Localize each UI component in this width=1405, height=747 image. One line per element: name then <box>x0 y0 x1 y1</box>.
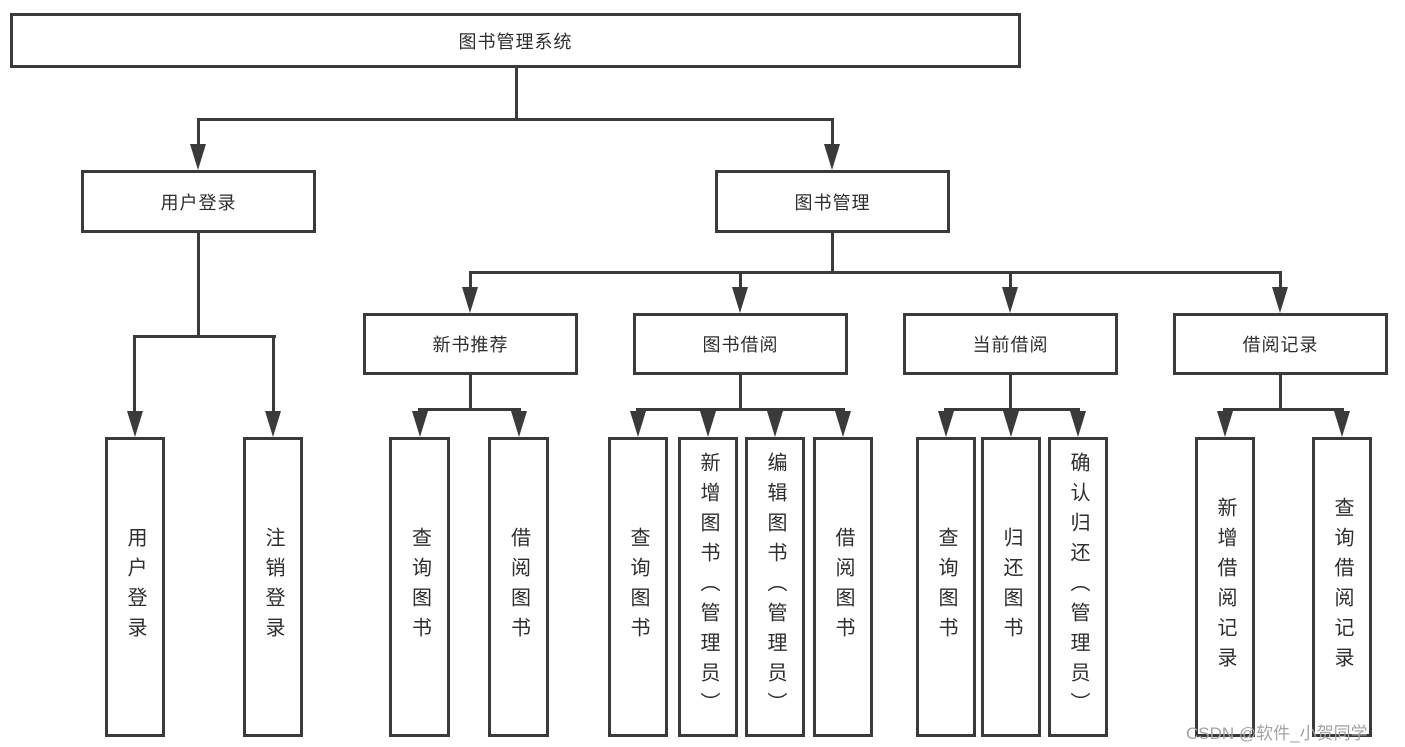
leaf-query-book-borrow: 查询图书 <box>608 437 668 737</box>
leaf-query-book-current: 查询图书 <box>916 437 976 737</box>
connector-line <box>1009 271 1012 291</box>
node-label: 借阅图书 <box>507 527 530 647</box>
node-label: 查询图书 <box>627 527 649 647</box>
arrowhead-down-icon <box>412 411 428 437</box>
node-label: 新增图书（管理员） <box>697 452 719 722</box>
arrowhead-down-icon <box>767 411 783 437</box>
node-label: 新增借阅记录 <box>1214 497 1236 677</box>
connector-line <box>197 231 200 337</box>
node-label: 编辑图书（管理员） <box>764 452 786 722</box>
connector-line <box>1223 408 1344 411</box>
leaf-user-login: 用户登录 <box>105 437 165 737</box>
node-book-management: 图书管理 <box>715 170 950 233</box>
connector-line <box>197 118 834 121</box>
leaf-query-borrow-record: 查询借阅记录 <box>1312 437 1372 737</box>
arrowhead-down-icon <box>835 411 851 437</box>
arrowhead-down-icon <box>824 144 840 170</box>
node-label: 当前借阅 <box>972 335 1049 355</box>
connector-line <box>739 271 742 291</box>
connector-line <box>944 408 1080 411</box>
arrowhead-down-icon <box>630 411 646 437</box>
node-label: 新书推荐 <box>432 335 509 355</box>
node-label: 确认归还（管理员） <box>1067 452 1089 722</box>
connector-line <box>272 335 275 413</box>
node-label: 借阅图书 <box>832 527 854 647</box>
connector-line <box>197 118 200 148</box>
node-library-management-system: 图书管理系统 <box>10 13 1021 68</box>
leaf-edit-book-admin: 编辑图书（管理员） <box>745 437 805 737</box>
leaf-add-borrow-record: 新增借阅记录 <box>1195 437 1255 737</box>
leaf-logout: 注销登录 <box>243 437 303 737</box>
connector-line <box>418 408 521 411</box>
node-label: 查询图书 <box>935 527 957 647</box>
leaf-borrow-book: 借阅图书 <box>813 437 873 737</box>
node-label: 查询借阅记录 <box>1331 497 1353 677</box>
node-label: 图书借阅 <box>702 335 779 355</box>
leaf-confirm-return-admin: 确认归还（管理员） <box>1048 437 1108 737</box>
node-label: 图书管理系统 <box>458 31 573 52</box>
connector-line <box>469 271 1282 274</box>
arrowhead-down-icon <box>1003 411 1019 437</box>
arrowhead-down-icon <box>1272 287 1288 313</box>
arrowhead-down-icon <box>700 411 716 437</box>
connector-line <box>133 335 276 338</box>
arrowhead-down-icon <box>265 411 281 437</box>
csdn-watermark: CSDN @软件_小贺同学 <box>1186 724 1368 743</box>
node-book-borrow: 图书借阅 <box>633 313 848 375</box>
connector-line <box>1279 373 1282 410</box>
node-label: 借阅记录 <box>1242 335 1319 355</box>
node-user-login: 用户登录 <box>81 170 316 233</box>
arrowhead-down-icon <box>938 411 954 437</box>
node-label: 用户登录 <box>160 192 237 213</box>
arrowhead-down-icon <box>462 287 478 313</box>
leaf-return-book: 归还图书 <box>981 437 1041 737</box>
node-current-borrow: 当前借阅 <box>903 313 1118 375</box>
arrowhead-down-icon <box>190 144 206 170</box>
connector-line <box>1009 373 1012 410</box>
leaf-borrow-book-recommend: 借阅图书 <box>488 437 549 737</box>
arrowhead-down-icon <box>127 411 143 437</box>
node-label: 归还图书 <box>1000 527 1022 647</box>
connector-line <box>636 408 845 411</box>
leaf-add-book-admin: 新增图书（管理员） <box>678 437 738 737</box>
node-label: 查询图书 <box>408 527 431 647</box>
connector-line <box>739 373 742 410</box>
node-new-book-recommend: 新书推荐 <box>363 313 578 375</box>
node-label: 图书管理 <box>794 192 871 213</box>
node-label: 注销登录 <box>262 527 284 647</box>
node-borrow-record: 借阅记录 <box>1173 313 1388 375</box>
connector-line <box>469 271 472 291</box>
connector-line <box>469 373 472 410</box>
connector-line <box>1279 271 1282 291</box>
arrowhead-down-icon <box>1334 411 1350 437</box>
node-label: 用户登录 <box>124 527 146 647</box>
arrowhead-down-icon <box>511 411 527 437</box>
connector-line <box>831 118 834 148</box>
arrowhead-down-icon <box>732 287 748 313</box>
arrowhead-down-icon <box>1070 411 1086 437</box>
connector-line <box>515 66 518 120</box>
leaf-query-book-recommend: 查询图书 <box>389 437 450 737</box>
arrowhead-down-icon <box>1002 287 1018 313</box>
connector-line <box>831 231 834 273</box>
arrowhead-down-icon <box>1217 411 1233 437</box>
connector-line <box>133 335 136 413</box>
